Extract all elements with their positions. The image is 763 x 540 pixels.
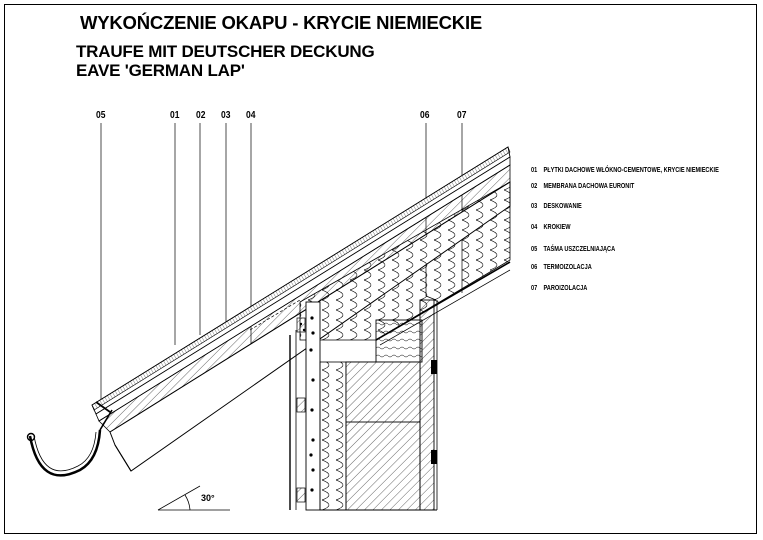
sealing-tape (95, 401, 111, 413)
callout-04: 04 (246, 110, 256, 121)
title-german: TRAUFE MIT DEUTSCHER DECKUNG (76, 42, 375, 61)
title-polish: WYKOŃCZENIE OKAPU - KRYCIE NIEMIECKIE (80, 12, 483, 33)
callout-07: 07 (457, 110, 467, 121)
concrete-speckle (299, 316, 315, 492)
callout-02: 02 (196, 110, 206, 121)
drawing-frame (4, 4, 757, 534)
thermal-insulation (299, 181, 511, 341)
roof-angle-indicator (157, 485, 230, 511)
roof-angle-label: 30° (201, 493, 215, 503)
external-wall (305, 301, 437, 511)
callout-01: 01 (170, 110, 180, 121)
membrane-and-boarding (95, 156, 511, 433)
callout-06: 06 (420, 110, 430, 121)
callout-03: 03 (221, 110, 231, 121)
gutter (26, 409, 113, 477)
ceiling-block (375, 319, 423, 363)
callout-05: 05 (96, 110, 106, 121)
title-english: EAVE 'GERMAN LAP' (76, 61, 245, 80)
interior-lining (419, 299, 438, 511)
